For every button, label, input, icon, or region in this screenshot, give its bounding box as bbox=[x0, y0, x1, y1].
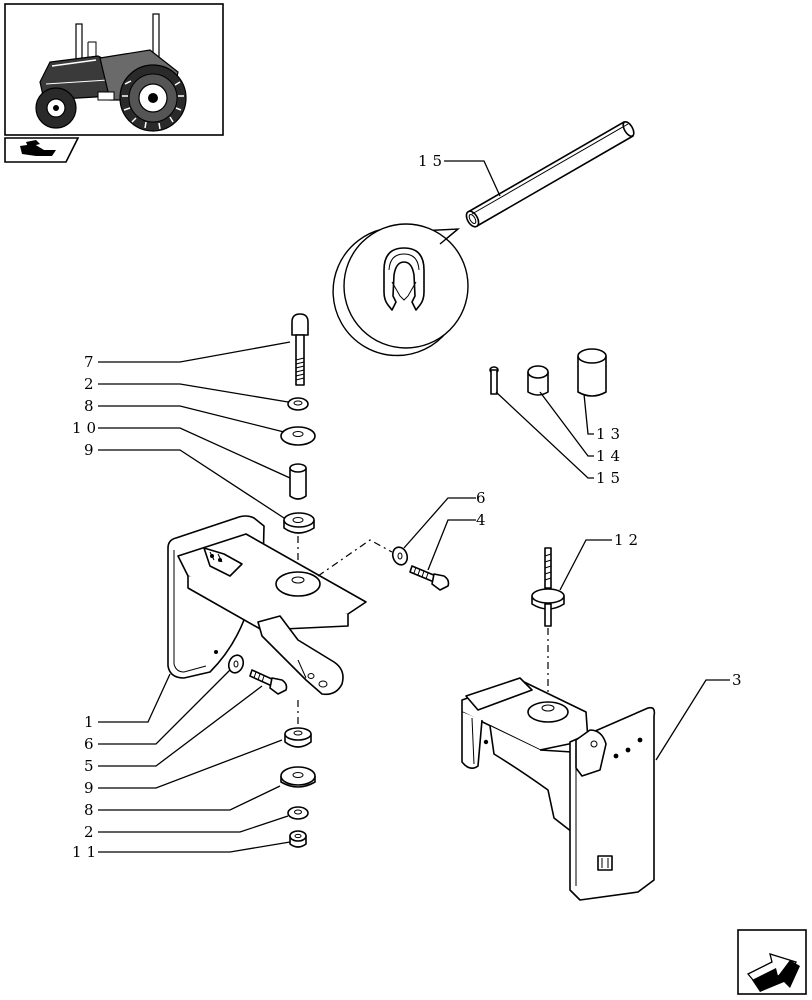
callout-6-right: 6 bbox=[476, 489, 491, 507]
callout-2-top: 2 bbox=[84, 375, 99, 393]
washer-8-top-part bbox=[280, 426, 316, 446]
callout-2-bottom: 2 bbox=[84, 823, 99, 841]
callout-15-right: 15 bbox=[596, 469, 625, 487]
tractor-thumbnail-icon[interactable] bbox=[4, 3, 224, 136]
callout-10: 10 bbox=[72, 419, 101, 437]
section-detail-circle bbox=[332, 223, 469, 357]
next-page-arrow-icon[interactable] bbox=[737, 929, 807, 995]
callout-12: 12 bbox=[614, 531, 643, 549]
spacer-14-part bbox=[527, 365, 549, 396]
washer-6-right-part bbox=[391, 546, 409, 566]
leader-lines bbox=[98, 160, 730, 853]
callout-8-bottom: 8 bbox=[84, 801, 99, 819]
bolt-7-part bbox=[291, 313, 309, 386]
callout-1: 1 bbox=[84, 713, 99, 731]
callout-4: 4 bbox=[476, 511, 491, 529]
nut-11-part bbox=[289, 830, 307, 848]
callout-5: 5 bbox=[84, 757, 99, 775]
callout-3: 3 bbox=[732, 671, 747, 689]
washer-8-bottom-part bbox=[280, 766, 316, 788]
washer-2-bottom-part bbox=[287, 806, 309, 820]
callout-13: 13 bbox=[596, 425, 625, 443]
section-bookmark-icon[interactable] bbox=[4, 137, 80, 163]
rubber-mount-9-bottom-part bbox=[284, 727, 312, 748]
bolt-5-part bbox=[249, 669, 288, 695]
callout-6-left: 6 bbox=[84, 735, 99, 753]
rubber-mount-9-top-part bbox=[283, 512, 315, 534]
bracket-1-part bbox=[167, 515, 367, 696]
callout-11: 11 bbox=[72, 843, 101, 861]
callout-14: 14 bbox=[596, 447, 625, 465]
callout-9-bottom: 9 bbox=[84, 779, 99, 797]
edge-trim-tube-part bbox=[465, 120, 635, 228]
washer-6-left-part bbox=[227, 654, 245, 674]
callout-9-top: 9 bbox=[84, 441, 99, 459]
callout-8-top: 8 bbox=[84, 397, 99, 415]
bracket-3-part bbox=[461, 677, 656, 901]
washer-2-top-part bbox=[287, 397, 309, 411]
callout-labels: 15 7 2 8 10 9 6 4 13 14 15 12 3 1 6 5 9 … bbox=[72, 152, 747, 861]
bolt-4-part bbox=[409, 565, 450, 591]
spacer-13-part bbox=[577, 348, 607, 397]
screw-15-part bbox=[489, 366, 499, 395]
callout-7: 7 bbox=[84, 353, 99, 371]
spacer-10-part bbox=[289, 463, 307, 500]
stud-12-part bbox=[531, 547, 565, 627]
callout-15-top: 15 bbox=[418, 152, 447, 170]
